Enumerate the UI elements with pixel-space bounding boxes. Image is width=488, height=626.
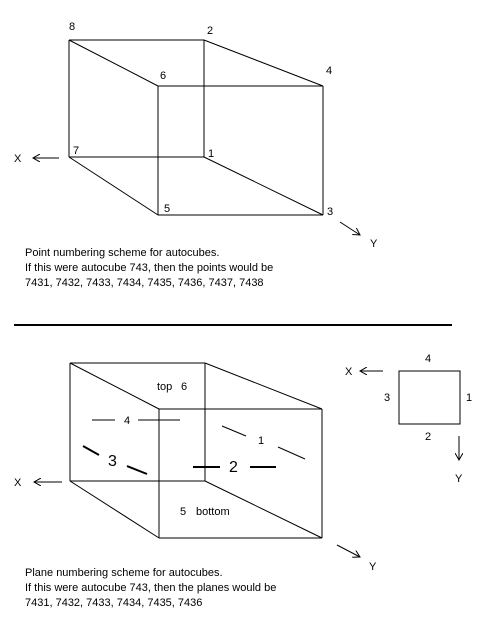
plane-edge-tr [204,362,323,410]
plane-edge-bl [69,480,160,539]
plane-x-axis-label: X [14,477,22,489]
edge-7-5 [68,156,159,216]
point-label-3: 3 [327,206,333,218]
edge-8-6 [68,39,159,87]
face-3-label: 3 [108,453,117,470]
plane-y-axis-label: Y [369,561,377,573]
point-label-2: 2 [207,25,213,37]
face-1-dash-right [277,446,306,460]
edge-1-3 [203,156,324,216]
plane-edge-tl [69,362,160,410]
point-label-4: 4 [326,65,332,77]
face-1-dash-left [221,425,247,437]
plane-y-axis-arrow [336,544,360,557]
face-bottom-label: bottom [196,506,230,518]
point-cube [68,39,324,216]
face-top-label: top [157,381,172,393]
plane-caption-line-2: If this were autocube 743, then the plan… [25,582,277,594]
point-label-1: 1 [208,148,214,160]
face-3-dash-left [82,445,100,456]
legend-side-2: 2 [425,431,431,443]
point-caption: Point numbering scheme for autocubes. If… [25,246,273,291]
plane-caption-line-1: Plane numbering scheme for autocubes. [25,567,223,579]
face-2-label: 2 [229,459,238,476]
face-4-label: 4 [124,415,130,427]
plane-edge-br [204,480,323,539]
y-axis-label: Y [370,238,378,250]
point-label-7: 7 [73,145,79,157]
plane-cube [69,362,323,539]
legend-y-axis-label: Y [455,473,463,485]
point-caption-line-3: 7431, 7432, 7433, 7434, 7435, 7436, 7437… [25,277,264,289]
point-label-8: 8 [69,21,75,33]
face-top-number: 6 [181,381,187,393]
face-bottom-number: 5 [180,506,186,518]
face-1-label: 1 [258,435,264,447]
face-3-dash-right [126,465,148,475]
legend-side-3: 3 [384,392,390,404]
point-caption-line-2: If this were autocube 743, then the poin… [25,262,274,274]
x-axis-label: X [14,153,22,165]
legend-x-axis-label: X [345,366,353,378]
plane-caption: Plane numbering scheme for autocubes. If… [25,566,276,611]
y-axis-arrow [339,221,360,235]
edge-2-4 [203,39,324,87]
point-label-5: 5 [164,203,170,215]
plane-caption-line-3: 7431, 7432, 7433, 7434, 7435, 7436 [25,597,203,609]
legend-side-4: 4 [425,353,431,365]
point-caption-line-1: Point numbering scheme for autocubes. [25,247,220,259]
legend-square [398,370,461,425]
legend-side-1: 1 [466,392,472,404]
point-label-6: 6 [160,70,166,82]
